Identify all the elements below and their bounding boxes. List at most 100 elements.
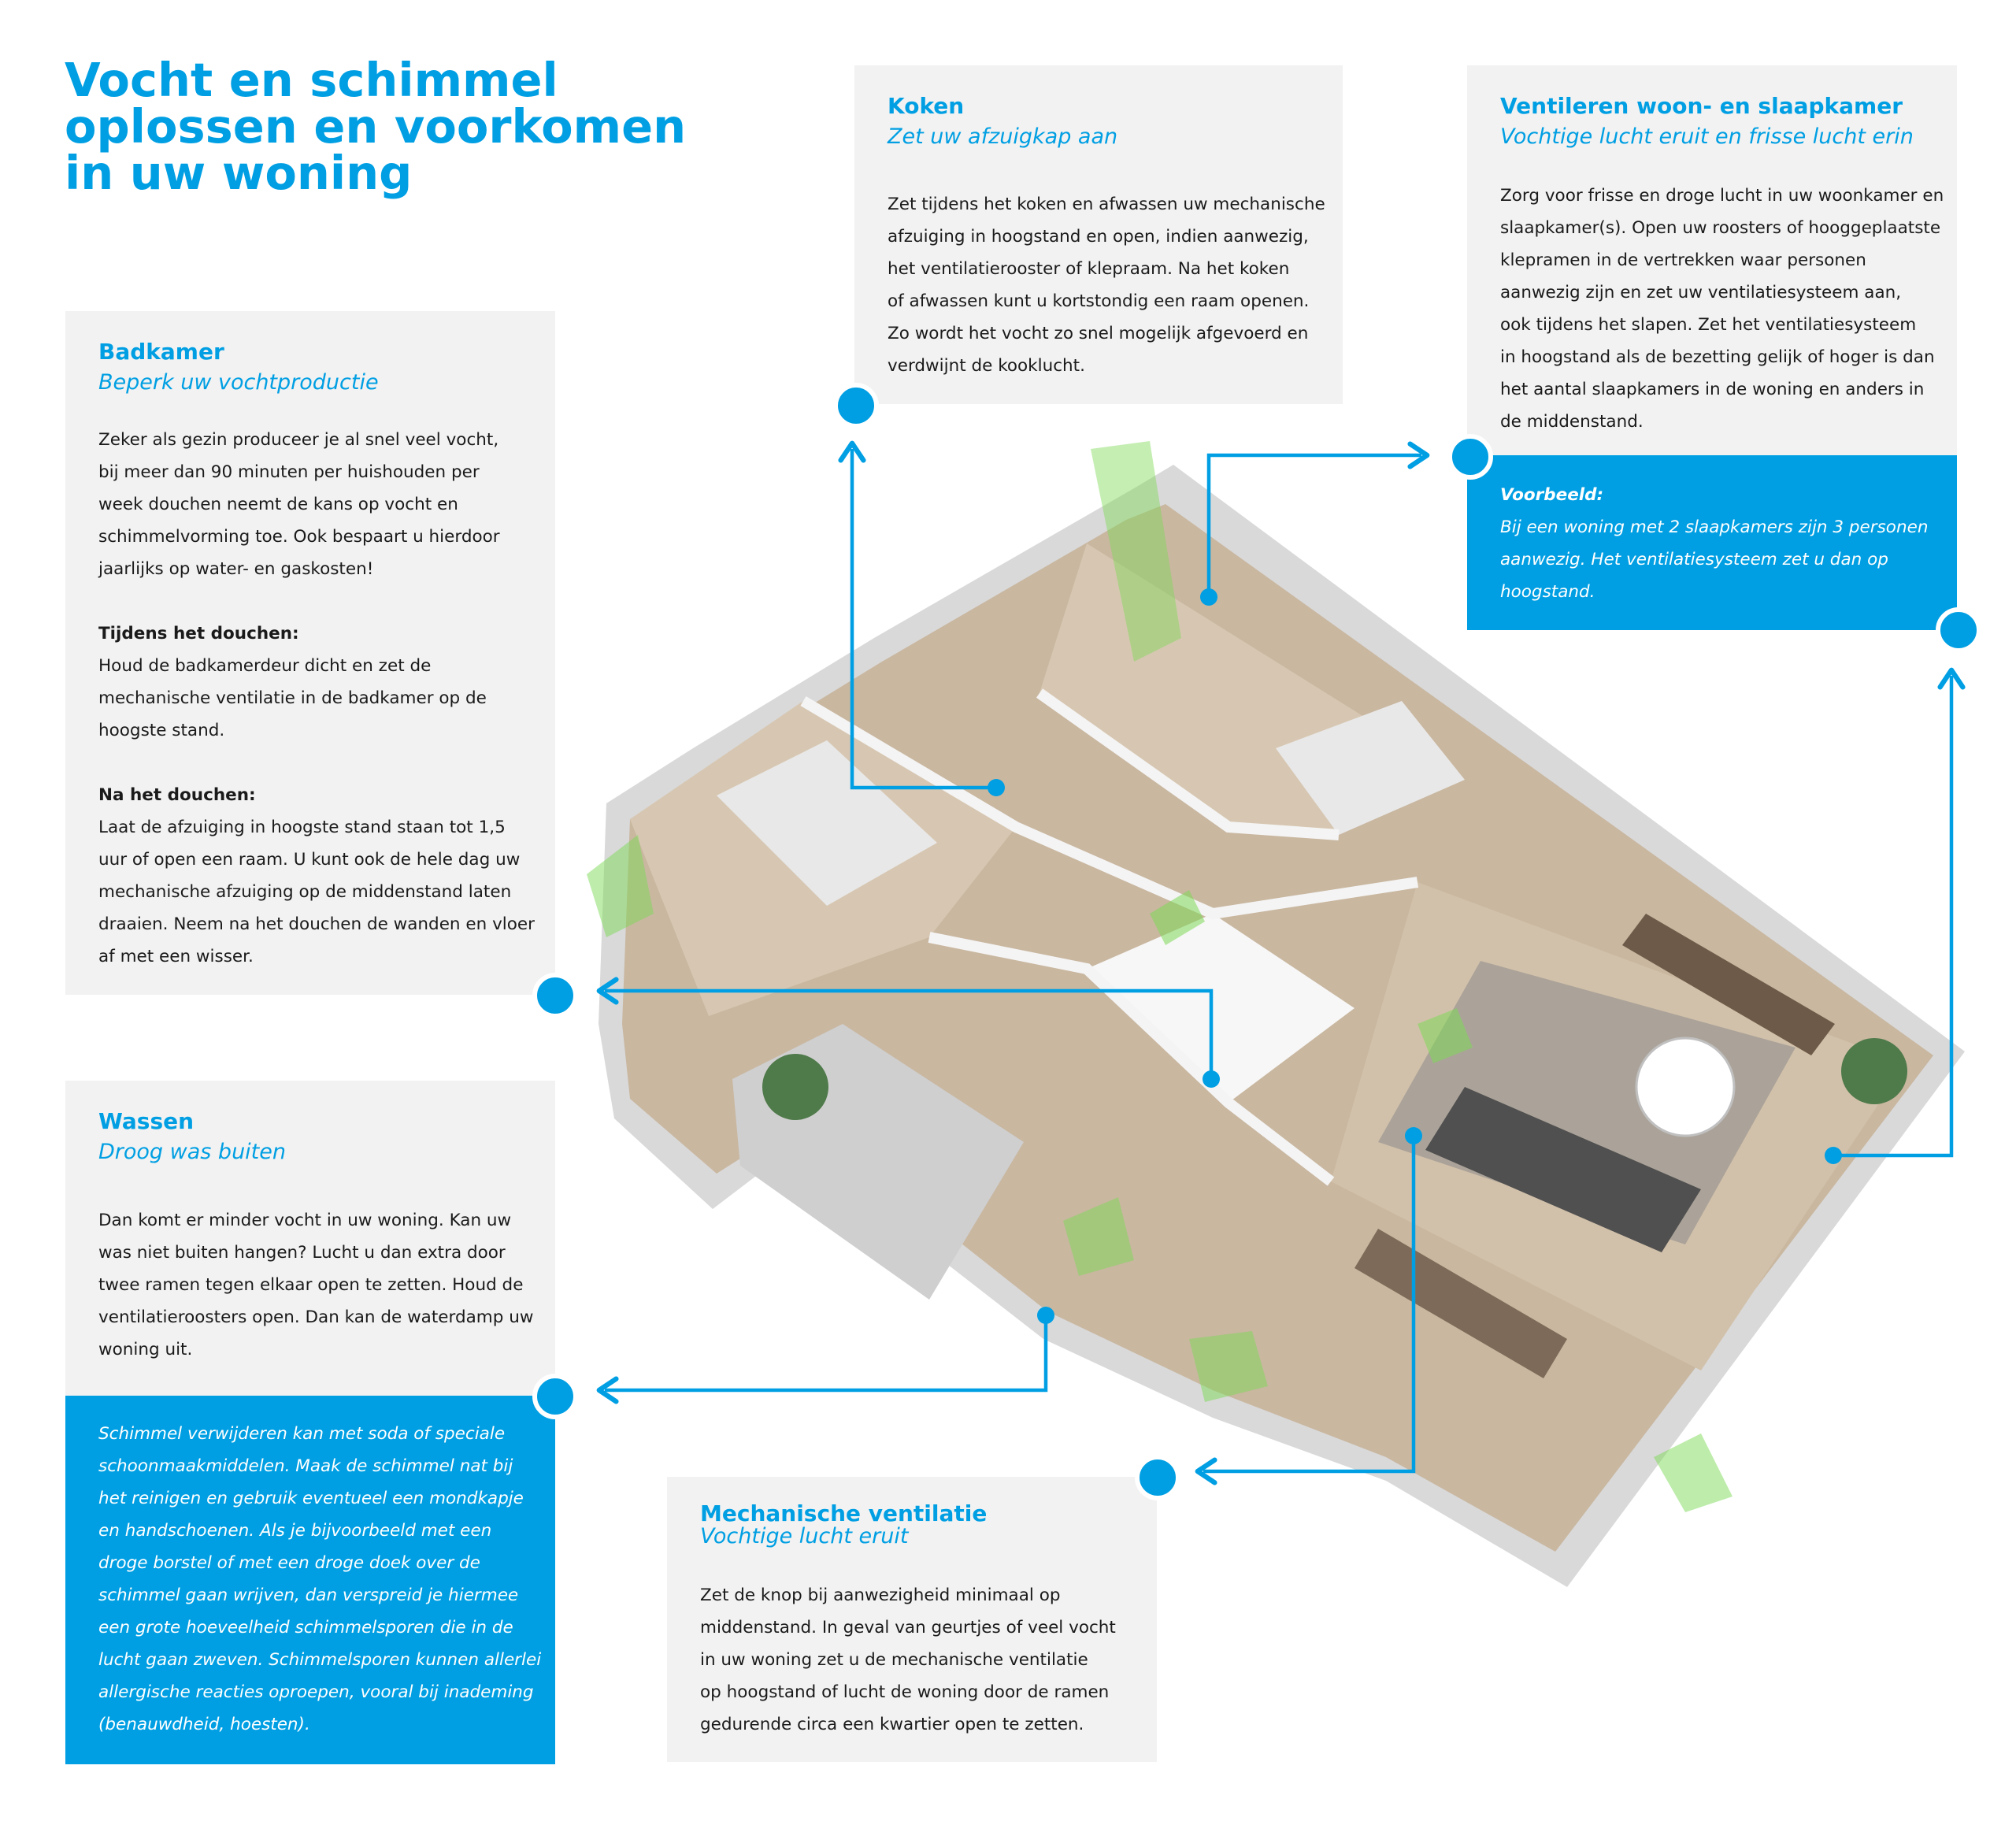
callout-dot-mechanisch: [1135, 1455, 1180, 1500]
callout-dot-koken: [833, 383, 879, 428]
text-line: droge borstel of met een droge doek over…: [98, 1553, 480, 1573]
text-line: aanwezig zijn en zet uw ventilatiesystee…: [1500, 283, 1902, 302]
callout-dot-wassen: [532, 1374, 578, 1419]
text-line: en handschoenen. Als je bijvoorbeeld met…: [98, 1521, 492, 1541]
air-flow-5: [1063, 1197, 1134, 1276]
woonkamer-connector: [1833, 667, 1966, 1158]
air-flow-2: [587, 835, 654, 937]
title-line-1: Vocht en schimmel: [65, 53, 558, 107]
card-badkamer: Badkamer Beperk uw vochtproductie Zeker …: [65, 311, 555, 995]
text-line: week douchen neemt de kans op vocht en: [98, 495, 458, 514]
card-ventileren-subtitle: Vochtige lucht eruit en frisse lucht eri…: [1500, 124, 1914, 149]
air-flow-4: [1418, 1008, 1473, 1063]
card-wassen: Wassen Droog was buiten Dan komt er mind…: [65, 1081, 555, 1396]
interior-walls-3: [928, 932, 1335, 1186]
interior-walls: [800, 695, 1419, 920]
text-line: af met een wisser.: [98, 947, 254, 966]
card-badkamer-heading: Badkamer: [98, 339, 224, 365]
tv-stand: [1622, 914, 1835, 1055]
text-line: het aantal slaapkamers in de woning en a…: [1500, 380, 1925, 399]
text-line: uur of open een raam. U kunt ook de hele…: [98, 850, 521, 870]
living-area: [1331, 882, 1906, 1370]
text-line: twee ramen tegen elkaar open te zetten. …: [98, 1275, 524, 1295]
sofa: [1425, 1087, 1701, 1252]
text-line: of afwassen kunt u kortstondig een raam …: [888, 291, 1310, 311]
text-line: schimmelvorming toe. Ook bespaart u hier…: [98, 527, 500, 547]
text-line: draaien. Neem na het douchen de wanden e…: [98, 914, 536, 934]
text-line: mechanische ventilatie in de badkamer op…: [98, 688, 487, 708]
text-line: Zet tijdens het koken en afwassen uw mec…: [888, 195, 1325, 214]
air-flow-7: [1654, 1433, 1732, 1512]
text-line: klepramen in de vertrekken waar personen: [1500, 250, 1866, 270]
text-line: verdwijnt de kooklucht.: [888, 356, 1085, 376]
text-line: mechanische afzuiging op de middenstand …: [98, 882, 512, 902]
wassen-connector: [596, 1315, 1048, 1404]
floor-area: [622, 504, 1933, 1552]
na-heading: Na het douchen:: [98, 785, 256, 805]
text-line: afzuiging in hoogstand en open, indien a…: [888, 227, 1309, 247]
card-voorbeeld-heading: Voorbeeld:: [1500, 485, 1604, 505]
text-line: schimmel gaan wrijven, dan verspreid je …: [98, 1585, 519, 1605]
mechanisch-connector: [1195, 1136, 1416, 1485]
text-line: Zorg voor frisse en droge lucht in uw wo…: [1500, 186, 1944, 206]
air-flow-6: [1189, 1331, 1268, 1402]
callout-dot-voorbeeld: [1936, 607, 1981, 653]
card-schimmel: Schimmel verwijderen kan met soda of spe…: [65, 1396, 555, 1764]
air-flow-1: [1091, 441, 1181, 662]
title-line-3: in uw woning: [65, 146, 413, 200]
card-badkamer-body: Zeker als gezin produceer je al snel vee…: [98, 424, 535, 973]
balcony: [732, 1024, 1024, 1300]
rug: [1378, 961, 1796, 1244]
bedroom-top: [1040, 543, 1402, 835]
card-mechanisch-body: Zet de knop bij aanwezigheid minimaal op…: [700, 1579, 1116, 1741]
koken-connector: [838, 440, 996, 790]
card-ventileren: Ventileren woon- en slaapkamer Vochtige …: [1467, 65, 1957, 455]
spacer: [98, 747, 535, 779]
text-line: bij meer dan 90 minuten per huishouden p…: [98, 462, 480, 482]
text-line: schoonmaakmiddelen. Maak de schimmel nat…: [98, 1456, 513, 1476]
plant-left: [762, 1054, 828, 1120]
text-line: lucht gaan zweven. Schimmelsporen kunnen…: [98, 1650, 542, 1670]
card-wassen-body: Dan komt er minder vocht in uw woning. K…: [98, 1204, 533, 1366]
card-schimmel-body: Schimmel verwijderen kan met soda of spe…: [98, 1418, 541, 1741]
text-line: het ventilatierooster of klepraam. Na he…: [888, 259, 1290, 279]
text-line: op hoogstand of lucht de woning door de …: [700, 1682, 1110, 1702]
card-koken-heading: Koken: [888, 93, 965, 119]
title-line-2: oplossen en voorkomen: [65, 99, 687, 154]
text-line: jaarlijks op water- en gaskosten!: [98, 559, 374, 579]
text-line: Laat de afzuiging in hoogste stand staan…: [98, 818, 506, 837]
card-voorbeeld: Voorbeeld: Bij een woning met 2 slaapkam…: [1467, 455, 1957, 630]
text-line: middenstand. In geval van geurtjes of ve…: [700, 1618, 1116, 1637]
card-mechanisch-subtitle: Vochtige lucht eruit: [700, 1524, 909, 1548]
outer-wall: [598, 465, 1965, 1587]
card-wassen-heading: Wassen: [98, 1108, 195, 1134]
tijdens-heading: Tijdens het douchen:: [98, 624, 299, 643]
badkamer-connector: [596, 977, 1214, 1079]
spacer: [98, 585, 535, 618]
text-line: ook tijdens het slapen. Zet het ventilat…: [1500, 315, 1917, 335]
bed-top: [1276, 701, 1465, 835]
text-line: (benauwdheid, hoesten).: [98, 1715, 310, 1734]
text-line: Bij een woning met 2 slaapkamers zijn 3 …: [1500, 517, 1929, 537]
text-line: Houd de badkamerdeur dicht en zet de: [98, 656, 432, 676]
text-line: in hoogstand als de bezetting gelijk of …: [1500, 347, 1935, 367]
text-line: allergische reacties oproepen, vooral bi…: [98, 1682, 534, 1702]
callout-dot-badkamer: [532, 973, 578, 1018]
card-wassen-subtitle: Droog was buiten: [98, 1140, 286, 1164]
text-line: het reinigen en gebruik eventueel een mo…: [98, 1489, 524, 1508]
air-flow-3: [1150, 890, 1205, 945]
bathroom: [1087, 914, 1354, 1103]
card-voorbeeld-body: Voorbeeld: Bij een woning met 2 slaapkam…: [1500, 479, 1928, 608]
card-badkamer-subtitle: Beperk uw vochtproductie: [98, 370, 379, 395]
text-line: hoogste stand.: [98, 721, 225, 740]
text-line: slaapkamer(s). Open uw roosters of hoogg…: [1500, 218, 1941, 238]
card-mechanisch-heading: Mechanische ventilatie: [700, 1500, 988, 1526]
text-line: Dan komt er minder vocht in uw woning. K…: [98, 1211, 512, 1230]
interior-walls-2: [1036, 688, 1340, 840]
card-ventileren-heading: Ventileren woon- en slaapkamer: [1500, 93, 1903, 119]
dining-table: [1354, 1229, 1567, 1378]
text-line: Zeker als gezin produceer je al snel vee…: [98, 430, 499, 450]
text-line: Zo wordt het vocht zo snel mogelijk afge…: [888, 324, 1309, 343]
text-line: Schimmel verwijderen kan met soda of spe…: [98, 1424, 506, 1444]
text-line: gedurende circa een kwartier open te zet…: [700, 1715, 1084, 1734]
